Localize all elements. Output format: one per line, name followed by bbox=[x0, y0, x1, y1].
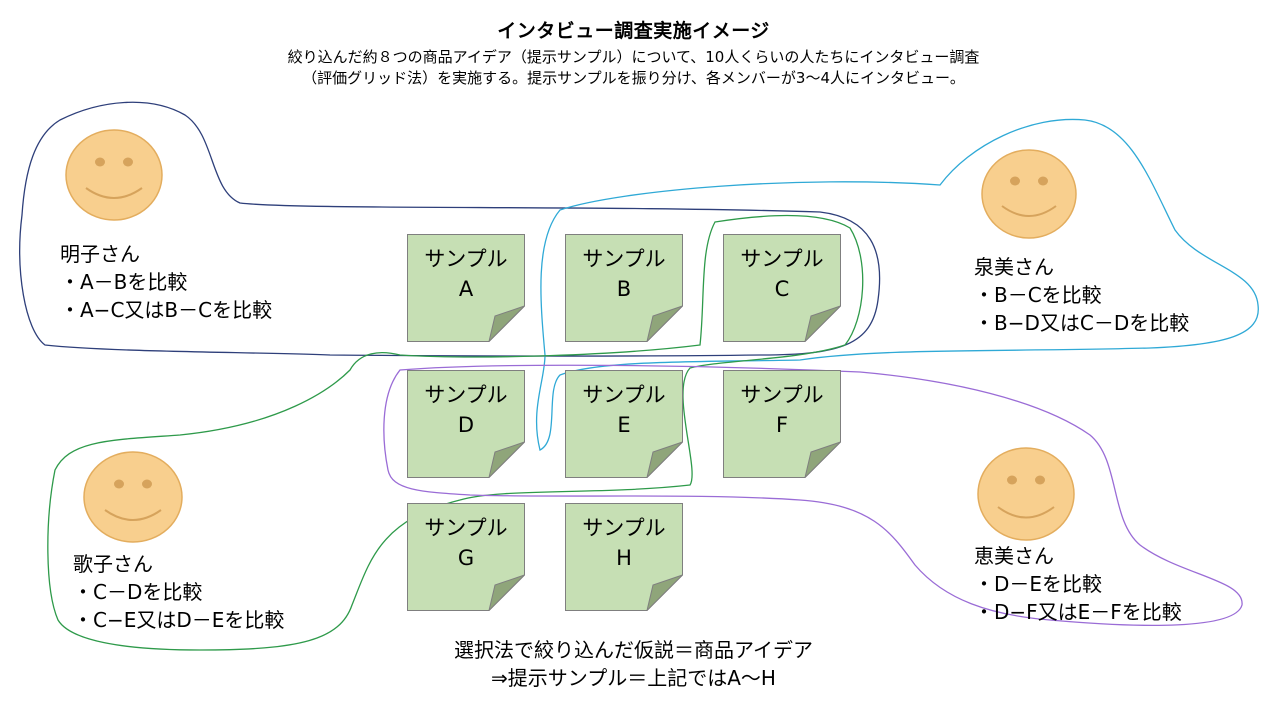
sample-note-a: サンプル A bbox=[407, 234, 525, 342]
person-utako: 歌子さん ・C－Dを比較 ・C−E又はD－Eを比較 bbox=[73, 550, 284, 634]
sticky-note-icon bbox=[565, 503, 683, 611]
group-outline-utako bbox=[47, 214, 864, 651]
person-task: ・A－Bを比較 bbox=[60, 270, 188, 294]
person-task: ・C−E又はD－Eを比較 bbox=[73, 608, 285, 632]
person-emi: 恵美さん ・D－Eを比較 ・D−F又はE－Fを比較 bbox=[974, 542, 1182, 626]
sample-letter: B bbox=[616, 277, 632, 301]
sample-letter: D bbox=[457, 413, 475, 437]
sample-letter: C bbox=[774, 277, 790, 301]
sample-note-d: サンプル D bbox=[407, 370, 525, 478]
sample-label: サンプル bbox=[582, 516, 666, 540]
person-task: ・B−D又はC－Dを比較 bbox=[974, 311, 1190, 335]
sample-label: サンプル bbox=[582, 247, 666, 271]
smiley-face-icon bbox=[981, 149, 1077, 239]
sticky-note-icon bbox=[407, 370, 525, 478]
sticky-note-icon bbox=[723, 234, 841, 342]
person-task: ・D−F又はE－Fを比較 bbox=[974, 600, 1182, 624]
person-izumi: 泉美さん ・B－Cを比較 ・B−D又はC－Dを比較 bbox=[974, 253, 1189, 337]
sample-note-g: サンプル G bbox=[407, 503, 525, 611]
sample-note-f: サンプル F bbox=[723, 370, 841, 478]
sample-note-h: サンプル H bbox=[565, 503, 683, 611]
group-outline-izumi bbox=[536, 118, 1259, 451]
smiley-face-icon bbox=[65, 129, 163, 221]
person-akiko: 明子さん ・A－Bを比較 ・A−C又はB－Cを比較 bbox=[60, 240, 272, 324]
group-outline-akiko bbox=[19, 101, 881, 357]
sample-note-e: サンプル E bbox=[565, 370, 683, 478]
sample-label: サンプル bbox=[424, 383, 508, 407]
smiley-face-icon bbox=[977, 447, 1075, 541]
sample-label: サンプル bbox=[740, 383, 824, 407]
footer-line-2: ⇒提示サンプル＝上記ではA～H bbox=[491, 666, 776, 690]
subtitle-line-2: （評価グリッド法）を実施する。提示サンプルを振り分け、各メンバーが3～4人にイン… bbox=[302, 69, 965, 87]
person-task: ・A−C又はB－Cを比較 bbox=[60, 298, 273, 322]
footer-line-1: 選択法で絞り込んだ仮説＝商品アイデア bbox=[454, 638, 813, 662]
person-task: ・C－Dを比較 bbox=[73, 580, 203, 604]
sample-letter: G bbox=[457, 546, 475, 570]
person-task: ・B－Cを比較 bbox=[974, 283, 1102, 307]
sticky-note-icon bbox=[407, 503, 525, 611]
diagram-title: インタビュー調査実施イメージ bbox=[497, 20, 770, 42]
sticky-note-icon bbox=[723, 370, 841, 478]
person-name: 歌子さん bbox=[73, 552, 153, 576]
sticky-note-icon bbox=[407, 234, 525, 342]
sample-label: サンプル bbox=[424, 516, 508, 540]
sample-note-b: サンプル B bbox=[565, 234, 683, 342]
sample-label: サンプル bbox=[424, 247, 508, 271]
subtitle-line-1: 絞り込んだ約８つの商品アイデア（提示サンプル）について、10人くらいの人たちにイ… bbox=[287, 48, 980, 66]
sample-label: サンプル bbox=[582, 383, 666, 407]
sample-letter: F bbox=[775, 413, 789, 437]
sample-letter: A bbox=[458, 277, 474, 301]
sticky-note-icon bbox=[565, 370, 683, 478]
smiley-face-icon bbox=[83, 451, 183, 543]
person-name: 明子さん bbox=[60, 242, 140, 266]
sample-letter: E bbox=[617, 413, 631, 437]
sample-note-c: サンプル C bbox=[723, 234, 841, 342]
person-name: 恵美さん bbox=[974, 544, 1054, 568]
person-name: 泉美さん bbox=[974, 255, 1054, 279]
sample-letter: H bbox=[616, 546, 632, 570]
group-outline-emi bbox=[383, 364, 1243, 627]
sample-label: サンプル bbox=[740, 247, 824, 271]
person-task: ・D－Eを比較 bbox=[974, 572, 1103, 596]
sticky-note-icon bbox=[565, 234, 683, 342]
